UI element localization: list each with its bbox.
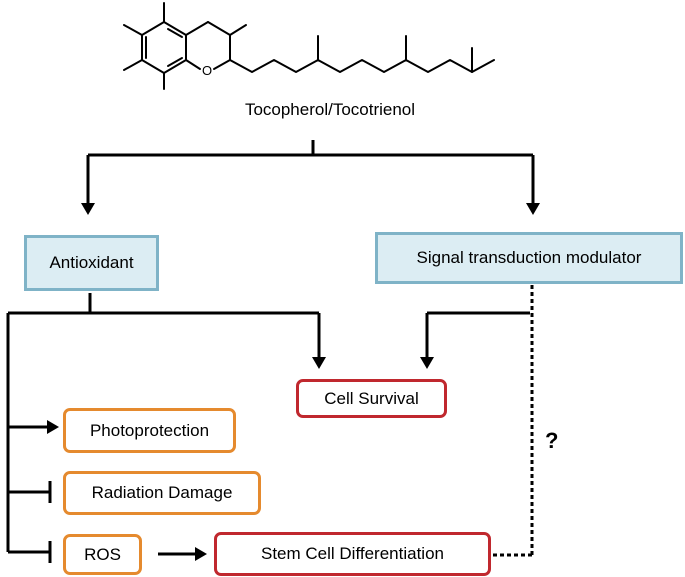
radiation-damage-label: Radiation Damage <box>91 483 233 502</box>
arrowhead-to-signal-modulator <box>526 203 540 215</box>
radiation-damage-box: Radiation Damage <box>63 471 261 515</box>
arrowhead-to-stem-cell <box>195 547 207 561</box>
signal-connector <box>425 311 530 357</box>
signal-modulator-label: Signal transduction modulator <box>416 248 642 267</box>
molecule-name: Tocopherol/Tocotrienol <box>244 100 416 119</box>
cell-survival-label: Cell Survival <box>324 388 419 408</box>
arrowhead-to-antioxidant <box>81 203 95 215</box>
ring-oxygen-label: O <box>202 63 212 78</box>
antioxidant-box: Antioxidant <box>24 235 159 291</box>
arrowhead-to-cell-survival-right <box>420 357 434 369</box>
cell-survival-box: Cell Survival <box>296 379 447 418</box>
ros-label: ROS <box>84 544 121 564</box>
antioxidant-label: Antioxidant <box>49 253 134 272</box>
signal-modulator-box: Signal transduction modulator <box>375 232 683 284</box>
stem-cell-label: Stem Cell Differentiation <box>261 544 444 563</box>
photoprotection-box: Photoprotection <box>63 408 236 453</box>
top-split-connector <box>86 140 535 203</box>
photoprotection-label: Photoprotection <box>89 420 210 440</box>
antioxidant-connector <box>6 293 321 563</box>
uncertain-link-question-mark: ? <box>545 428 559 453</box>
molecule-structure <box>123 2 495 90</box>
dotted-uncertain-link <box>493 285 534 557</box>
stem-cell-box: Stem Cell Differentiation <box>214 532 491 576</box>
ros-box: ROS <box>63 534 142 575</box>
arrowhead-to-cell-survival-left <box>312 357 326 369</box>
arrowhead-to-photoprotection <box>47 420 59 434</box>
